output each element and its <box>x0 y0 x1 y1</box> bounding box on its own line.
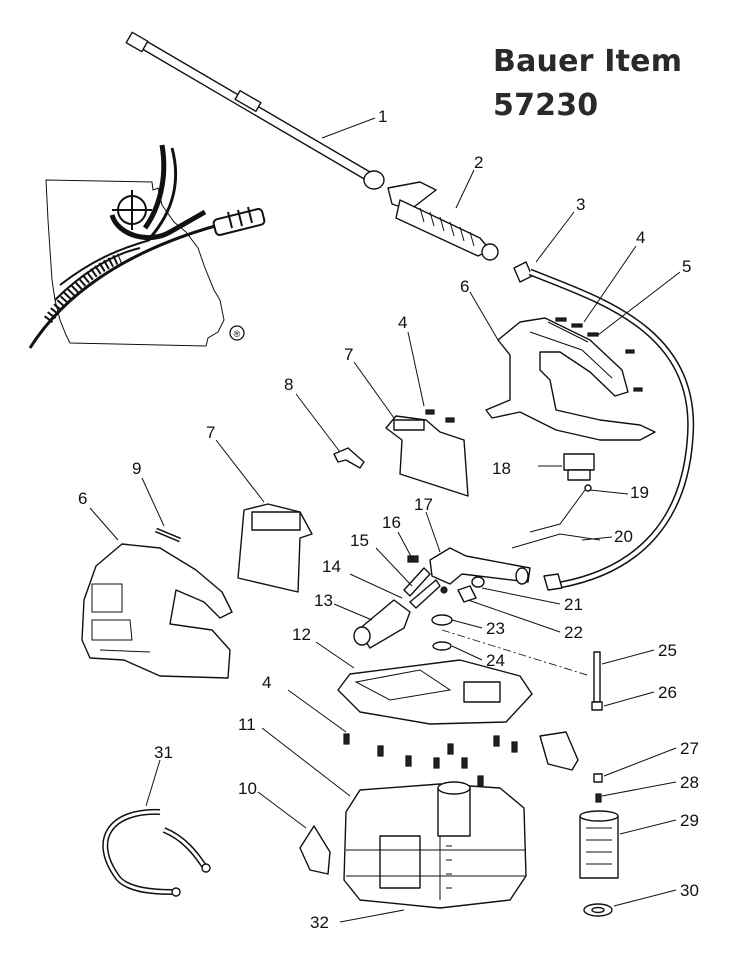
part-9-pin <box>155 527 181 543</box>
callout-6-bottom: 6 <box>78 489 87 508</box>
part-1-wand <box>125 31 385 190</box>
callout-30: 30 <box>680 881 699 900</box>
callout-10: 10 <box>238 779 257 798</box>
callout-numbers: 1 2 3 4 5 6 4 7 8 7 9 6 18 19 20 17 16 1… <box>78 107 699 932</box>
callout-21: 21 <box>564 595 583 614</box>
callout-15: 15 <box>350 531 369 550</box>
callout-12: 12 <box>292 625 311 644</box>
part-17-manifold <box>429 547 531 585</box>
part-8-clip <box>333 447 365 469</box>
part-31-strap <box>102 808 211 897</box>
callout-1: 1 <box>378 107 387 126</box>
callout-8: 8 <box>284 375 293 394</box>
part-12-top-plate <box>337 659 533 725</box>
callout-24: 24 <box>486 651 505 670</box>
part-3-hose <box>513 261 695 591</box>
part-6-handle-cover-top <box>485 317 656 441</box>
callout-7-top: 7 <box>344 345 353 364</box>
callout-6-top: 6 <box>460 277 469 296</box>
callout-4-middle: 4 <box>398 313 407 332</box>
callout-23: 23 <box>486 619 505 638</box>
part-10-latch <box>299 825 331 875</box>
part-19-20-wires <box>511 484 601 549</box>
callout-13: 13 <box>314 591 333 610</box>
callout-28: 28 <box>680 773 699 792</box>
callout-11: 11 <box>238 715 256 734</box>
callout-26: 26 <box>658 683 677 702</box>
title-line-2: 57230 <box>493 88 599 123</box>
leader-lines <box>89 117 681 923</box>
part-30-washer <box>583 903 613 917</box>
callout-16: 16 <box>382 513 401 532</box>
part-29-filter <box>579 810 619 879</box>
part-21-22-fittings <box>457 576 485 603</box>
callout-3: 3 <box>576 195 585 214</box>
callout-5: 5 <box>682 257 691 276</box>
callout-31: 31 <box>154 743 173 762</box>
part-18-switch <box>563 453 595 481</box>
part-13-pump-motor <box>353 599 411 649</box>
part-16-15-14-tubes <box>403 555 448 609</box>
part-bracket <box>539 731 579 771</box>
part-7-battery-bracket-lower <box>237 503 313 593</box>
part-2-trigger-handle <box>387 181 499 261</box>
part-11-32-tank <box>343 781 527 909</box>
callout-19: 19 <box>630 483 649 502</box>
callout-7-bottom: 7 <box>206 423 215 442</box>
part-26-cap <box>591 701 603 711</box>
callout-32: 32 <box>310 913 329 932</box>
callout-17: 17 <box>414 495 433 514</box>
title-line-1: Bauer Item <box>493 44 683 79</box>
registered-mark: ® <box>234 329 241 339</box>
part-5-screws <box>555 317 643 392</box>
callout-25: 25 <box>658 641 677 660</box>
part-27-28-small-parts <box>593 773 603 803</box>
callout-9: 9 <box>132 459 141 478</box>
state-outline-crosshair-logo: ® <box>28 144 266 349</box>
callout-2: 2 <box>474 153 483 172</box>
part-4-screws-lower <box>343 733 518 787</box>
callout-4-top: 4 <box>636 228 645 247</box>
callout-29: 29 <box>680 811 699 830</box>
part-7-battery-bracket-upper <box>385 409 469 497</box>
part-23-24-seals <box>431 614 453 651</box>
callout-14: 14 <box>322 557 341 576</box>
callout-18: 18 <box>492 459 511 478</box>
callout-22: 22 <box>564 623 583 642</box>
callout-27: 27 <box>680 739 699 758</box>
part-25-rod <box>593 651 601 703</box>
callout-4-lower: 4 <box>262 673 271 692</box>
part-6-handle-housing <box>81 543 233 679</box>
callout-20: 20 <box>614 527 633 546</box>
